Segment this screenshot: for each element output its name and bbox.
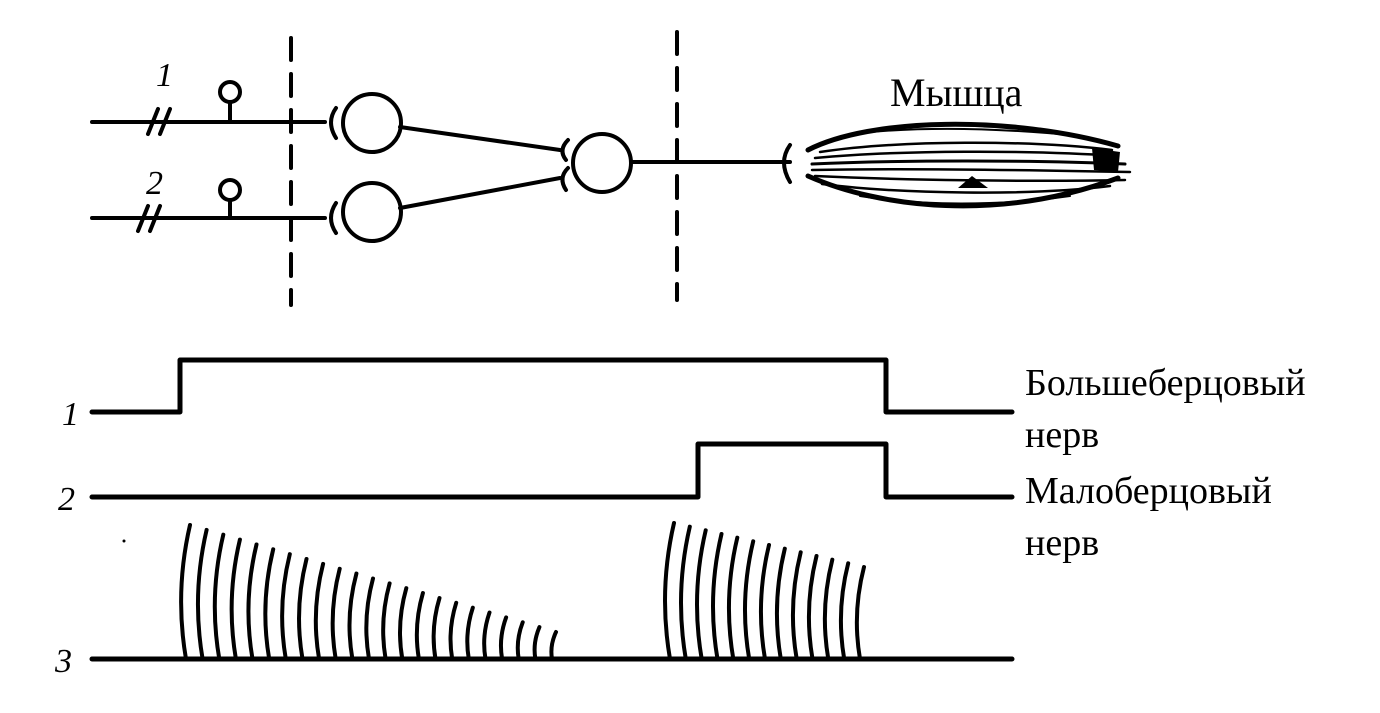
contraction-stroke <box>809 556 817 659</box>
contraction-stroke <box>551 632 556 659</box>
contraction-stroke <box>777 549 785 659</box>
contraction-stroke <box>729 538 737 659</box>
contraction-stroke <box>681 527 690 659</box>
muscle-drawing: Мышца <box>808 70 1130 206</box>
contraction-stroke <box>333 569 340 659</box>
neuron-1 <box>343 94 401 152</box>
stimulation-trace-1: 1 <box>62 360 1012 433</box>
contraction-stroke <box>484 613 489 660</box>
contraction-stroke <box>299 559 306 659</box>
receptor-2 <box>220 180 240 200</box>
afferent-pathway-2: 2 <box>92 165 560 241</box>
contraction-stroke <box>282 554 290 659</box>
stimulation-trace-2: 2 <box>58 444 1012 518</box>
contraction-stroke <box>265 549 273 659</box>
contraction-stroke <box>761 545 769 659</box>
receptor-1 <box>220 82 240 102</box>
contraction-stroke <box>518 622 523 659</box>
contraction-stroke <box>417 593 423 659</box>
contraction-stroke <box>825 560 832 659</box>
trace-label-1-line1: Большеберцовый <box>1025 362 1306 404</box>
contraction-stroke <box>366 579 373 660</box>
contraction-burst-2 <box>665 523 864 659</box>
contraction-stroke <box>198 530 207 659</box>
neuron-2 <box>343 183 401 241</box>
contraction-stroke <box>434 598 440 659</box>
synapse-2 <box>331 203 336 233</box>
contraction-stroke <box>181 525 190 659</box>
afferent-pathway-1: 1 <box>92 57 560 152</box>
contraction-stroke <box>841 563 848 659</box>
contraction-stroke <box>215 535 224 659</box>
contraction-stroke <box>793 552 801 659</box>
contraction-stroke <box>713 534 722 659</box>
neural-circuit-schematic: 1 2 <box>92 32 1130 305</box>
contraction-stroke <box>400 588 406 659</box>
contraction-stroke <box>349 574 356 659</box>
contraction-stroke <box>665 523 674 659</box>
contraction-stroke <box>501 617 506 659</box>
muscle-contraction-trace-3: 3 <box>54 523 1012 680</box>
contraction-stroke <box>316 564 323 659</box>
contraction-stroke <box>857 567 864 659</box>
pathway-number-1: 1 <box>156 57 173 94</box>
trace-label-1-line2: нерв <box>1025 414 1099 456</box>
synapse-1 <box>331 108 336 138</box>
contraction-stroke <box>535 627 540 659</box>
contraction-stroke <box>232 540 240 659</box>
trace-number-3: 3 <box>54 643 72 680</box>
contraction-stroke <box>383 583 389 659</box>
trace-label-2-line1: Малоберцовый <box>1025 470 1272 512</box>
pathway-number-2: 2 <box>146 165 163 202</box>
contraction-burst-1 <box>181 525 556 659</box>
contraction-stroke <box>248 545 256 660</box>
contraction-stroke <box>745 541 753 659</box>
trace-number-1: 1 <box>62 396 79 433</box>
trace-label-2-line2: нерв <box>1025 522 1099 564</box>
contraction-stroke <box>467 608 473 659</box>
contraction-stroke <box>451 603 457 659</box>
muscle-label: Мышца <box>890 70 1023 115</box>
trace-number-2: 2 <box>58 481 75 518</box>
contraction-stroke <box>697 530 706 659</box>
